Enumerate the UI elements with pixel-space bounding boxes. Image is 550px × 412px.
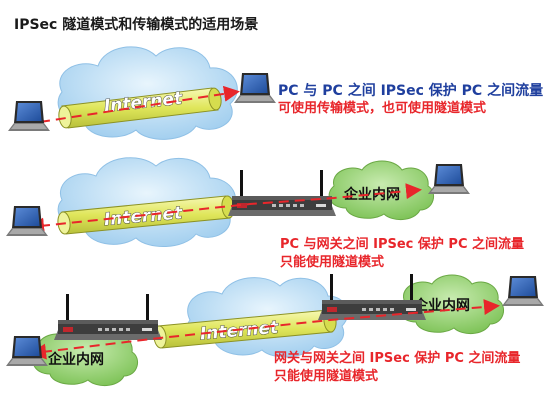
caption-line: 只能使用隧道模式 <box>280 255 385 270</box>
laptop-icon <box>502 276 544 306</box>
scenario-3-caption: 网关与网关之间 IPSec 保护 PC 之间流量 只能使用隧道模式 <box>274 350 520 386</box>
intranet-label-left: 企业内网 <box>47 351 104 368</box>
scenario-2: 企业内网 Internet <box>6 157 470 248</box>
traffic-arrow-icon <box>28 85 240 130</box>
caption-line: PC 与网关之间 IPSec 保护 PC 之间流量 <box>280 237 525 252</box>
router-icon <box>228 170 336 216</box>
caption-line: 网关与网关之间 IPSec 保护 PC 之间流量 <box>274 351 521 366</box>
scenario-1: Internet <box>8 46 276 140</box>
scenario-1-caption: PC 与 PC 之间 IPSec 保护 PC 之间流量 可使用传输模式，也可使用… <box>278 82 543 118</box>
traffic-arrow-icon <box>30 299 500 360</box>
caption-line: 可使用传输模式，也可使用隧道模式 <box>278 101 487 116</box>
laptop-icon <box>234 73 276 103</box>
caption-line: 只能使用隧道模式 <box>274 369 379 384</box>
page-title: IPSec 隧道模式和传输模式的适用场景 <box>14 17 259 33</box>
laptop-icon <box>6 206 48 236</box>
laptop-icon <box>8 101 50 131</box>
laptop-icon <box>428 164 470 194</box>
traffic-arrow-icon <box>28 183 422 234</box>
scenario-3: 企业内网 企业内网 Internet <box>6 274 544 386</box>
caption-line: PC 与 PC 之间 IPSec 保护 PC 之间流量 <box>278 83 544 99</box>
intranet-label: 企业内网 <box>343 186 400 203</box>
router-icon <box>54 294 162 340</box>
scenario-2-caption: PC 与网关之间 IPSec 保护 PC 之间流量 只能使用隧道模式 <box>280 236 524 272</box>
